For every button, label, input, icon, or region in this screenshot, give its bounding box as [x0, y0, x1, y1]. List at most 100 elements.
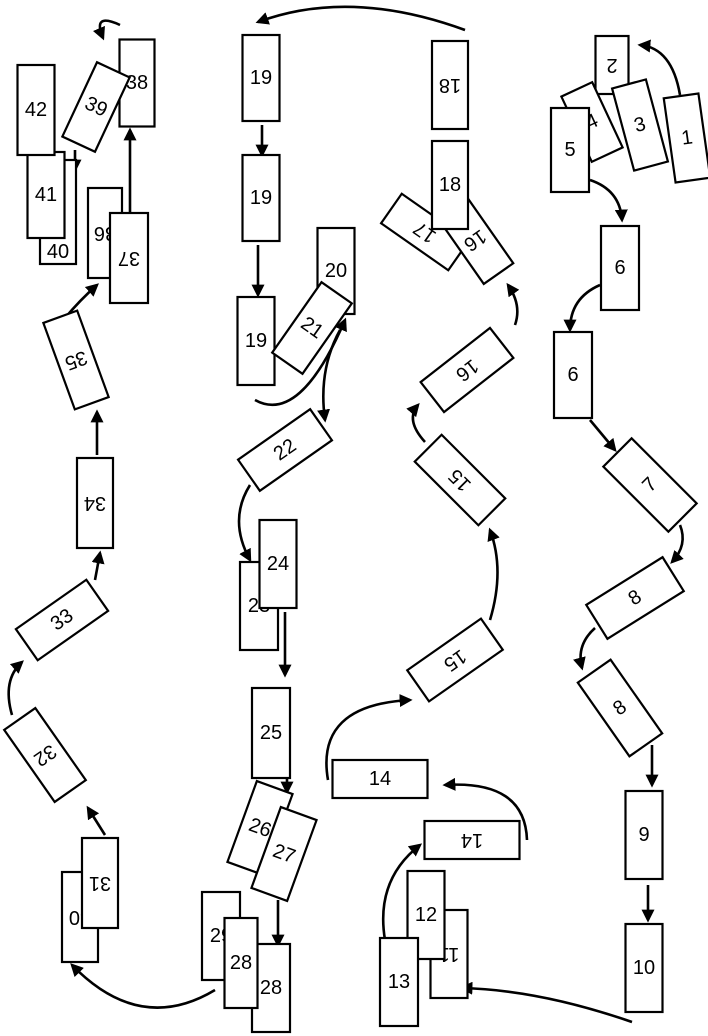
sequence-box: 9 [624, 789, 664, 881]
sequence-box: 15 [413, 433, 507, 527]
box-number: 19 [250, 187, 272, 209]
sequence-box: 7 [601, 436, 699, 534]
box-outline [75, 456, 115, 550]
sequence-box: 37 [108, 211, 150, 305]
sequence-box: 41 [26, 150, 66, 240]
box-outline [430, 39, 470, 131]
sequence-box: 39 [60, 60, 132, 154]
arrow-connector [563, 283, 601, 333]
box-outline [236, 407, 334, 493]
arrow-connector [381, 843, 423, 941]
sequence-box: 5 [549, 106, 591, 194]
box-outline [16, 63, 56, 157]
arrow-connector [317, 329, 342, 423]
sequence-box: 34 [75, 456, 115, 550]
sequence-box: 33 [14, 578, 110, 662]
box-number: 6 [567, 364, 578, 386]
box-outline [624, 789, 664, 881]
sequence-box: 32 [2, 706, 88, 804]
box-outline [80, 836, 120, 930]
arrows-layer [7, 5, 684, 1024]
box-outline [419, 326, 515, 414]
box-outline [26, 150, 66, 240]
sequence-box: 19 [241, 33, 281, 123]
sequence-box: 8 [576, 658, 664, 758]
box-number: 14 [461, 829, 483, 851]
sequence-box: 19 [241, 153, 281, 243]
box-number: 40 [47, 241, 69, 263]
sequence-box: 6 [599, 224, 641, 312]
sequence-box: 10 [624, 922, 664, 1014]
box-outline [41, 309, 111, 411]
box-number: 37 [118, 247, 140, 269]
box-outline [405, 617, 505, 703]
box-number: 24 [267, 553, 289, 575]
arrow-connector [86, 805, 107, 836]
box-number: 5 [564, 139, 575, 161]
box-number: 18 [439, 174, 461, 196]
arrow-connector [325, 694, 413, 781]
sequence-box: 14 [423, 819, 521, 861]
arrow-connector [487, 527, 500, 621]
arrow-connector [7, 660, 24, 716]
arrow-connector [589, 178, 628, 223]
arrow-connector [506, 282, 520, 326]
arrow-connector [589, 419, 617, 452]
box-outline [331, 758, 429, 800]
arrow-connector [237, 484, 252, 563]
box-number: 3 [632, 113, 648, 137]
sequence-box: 25 [250, 686, 292, 780]
box-outline [236, 295, 276, 387]
box-outline [241, 33, 281, 123]
sequence-box: 35 [41, 309, 111, 411]
box-outline [601, 436, 699, 534]
box-number: 13 [388, 971, 410, 993]
box-number: 2 [606, 54, 617, 76]
sequence-box: 22 [236, 407, 334, 493]
box-number: 10 [633, 957, 655, 979]
sequence-box: 28 [223, 916, 259, 1010]
box-number: 41 [35, 184, 57, 206]
box-number: 9 [638, 824, 649, 846]
box-outline [250, 686, 292, 780]
box-outline [610, 78, 670, 172]
arrow-connector [459, 981, 633, 1024]
box-outline [594, 34, 630, 96]
arrow-connector [573, 627, 596, 671]
sequence-box: 18 [430, 139, 470, 231]
arrow-connector [670, 524, 684, 564]
box-number: 20 [325, 260, 347, 282]
sequence-box: 14 [331, 758, 429, 800]
arrow-connector [406, 403, 426, 443]
box-number: 38 [126, 72, 148, 94]
arrow-connector [637, 39, 682, 96]
sequence-box: 27 [250, 805, 318, 903]
box-outline [662, 92, 708, 184]
sequence-box: 18 [430, 39, 470, 131]
sequence-box: 1 [662, 92, 708, 184]
box-outline [624, 922, 664, 1014]
sequence-box: 13 [378, 936, 420, 1028]
box-outline [250, 805, 318, 903]
box-number: 19 [250, 67, 272, 89]
box-number: 31 [89, 872, 111, 894]
box-outline [423, 819, 521, 861]
box-number: 1 [680, 126, 694, 149]
sequence-box: 8 [584, 555, 686, 641]
box-number: 19 [245, 330, 267, 352]
box-outline [2, 706, 88, 804]
box-outline [258, 518, 298, 610]
box-outline [241, 153, 281, 243]
box-number: 18 [439, 74, 461, 96]
box-number: 12 [415, 904, 437, 926]
box-outline [430, 139, 470, 231]
sequence-box: 19 [236, 295, 276, 387]
sequence-box: 2 [594, 34, 630, 96]
box-number: 14 [369, 768, 391, 790]
box-number: 28 [260, 977, 282, 999]
sequence-box: 3 [610, 78, 670, 172]
box-number: 34 [84, 492, 106, 514]
box-number: 28 [230, 952, 252, 974]
